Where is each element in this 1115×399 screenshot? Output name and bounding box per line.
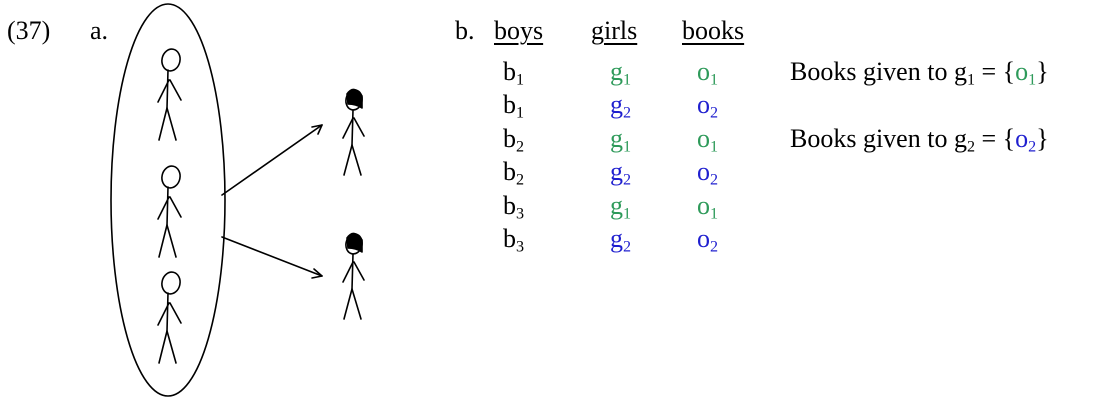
boy-cell: b2: [503, 124, 525, 156]
book-cell: o1: [697, 57, 719, 89]
part-a-label: a.: [90, 16, 109, 45]
girl-cell: g1: [610, 124, 632, 156]
example-number: (37): [7, 16, 51, 45]
arrow-to-girl-2: [221, 236, 323, 279]
boy-figure: [157, 271, 182, 364]
books-given-note-2: Books given to g2 = {o2}: [790, 124, 1049, 156]
note-book-value: o1: [1015, 57, 1037, 89]
girl-cell: g1: [610, 191, 632, 223]
girl-figure: [342, 88, 365, 176]
book-cell: o1: [697, 124, 719, 156]
boy-cell: b3: [503, 224, 525, 256]
girl-cell: g2: [610, 157, 632, 189]
book-cell: o2: [697, 90, 719, 122]
boy-cell: b3: [503, 191, 525, 223]
column-header-girls: girls: [591, 16, 638, 45]
arrow-to-girl-1: [221, 124, 323, 196]
boy-figure: [157, 165, 182, 258]
book-cell: o1: [697, 191, 719, 223]
part-b-label: b.: [455, 16, 475, 45]
girl-cell: g2: [610, 224, 632, 256]
girl-figure: [342, 232, 365, 320]
boy-cell: b1: [503, 90, 525, 122]
boy-figure: [157, 48, 182, 141]
boy-cell: b2: [503, 157, 525, 189]
note-book-value: o2: [1015, 124, 1037, 156]
girl-cell: g1: [610, 57, 632, 89]
boy-cell: b1: [503, 57, 525, 89]
book-cell: o2: [697, 157, 719, 189]
column-header-books: books: [682, 16, 745, 45]
book-cell: o2: [697, 224, 719, 256]
column-header-boys: boys: [494, 16, 544, 45]
boys-group-ellipse: [110, 3, 226, 397]
books-given-note-1: Books given to g1 = {o1}: [790, 57, 1049, 89]
girl-cell: g2: [610, 90, 632, 122]
